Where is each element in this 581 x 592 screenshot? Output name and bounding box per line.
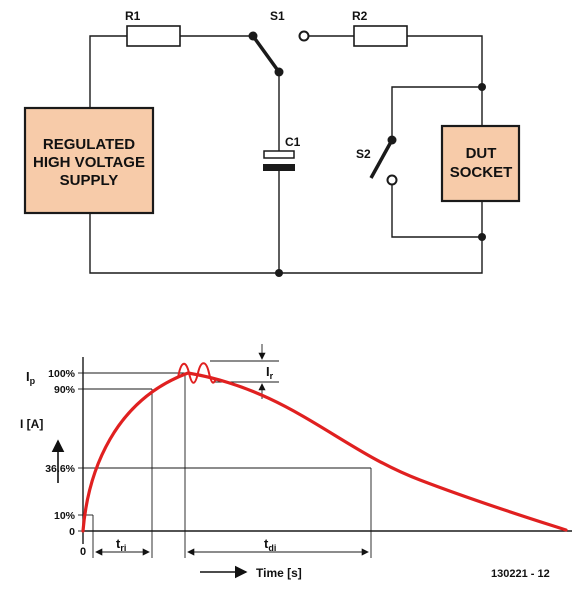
y-tick-label-0: 0 [69,526,75,538]
y-axis-label: I [A] [20,417,43,431]
origin-label: 0 [80,546,86,558]
current-pulse-curve [81,371,568,533]
ip-label: Ip [26,369,36,386]
y-tick-label-90: 90% [54,384,76,396]
r2-label: R2 [352,9,368,23]
ir-label: Ir [266,364,274,381]
reference-lines [83,360,371,516]
s1-switch [248,30,310,77]
r1-resistor [126,25,181,47]
supply-label-line-2: HIGH VOLTAGE [33,154,145,171]
tdi-label: tdi [264,536,276,553]
time-markers [92,373,372,558]
s2-switch [369,135,398,186]
r2-resistor [353,25,408,47]
y-tick-label-36-6: 36.6% [45,463,75,475]
high-voltage-supply-box: REGULATED HIGH VOLTAGE SUPPLY [23,106,155,215]
dut-label-line-2: SOCKET [450,164,513,181]
dut-socket-box: DUT SOCKET [440,124,521,203]
c1-capacitor [263,150,295,171]
r1-label: R1 [125,9,141,23]
c1-label: C1 [285,135,301,149]
supply-label-line-3: SUPPLY [60,172,119,189]
tri-label: tri [116,536,126,553]
x-axis-label: Time [s] [256,566,302,580]
y-tick-label-100: 100% [48,368,76,380]
s2-label: S2 [356,147,371,161]
y-ticks [78,372,83,532]
dut-label-line-1: DUT [466,145,497,162]
pulse-chart: 100% 90% 36.6% 10% 0 Ip Ir I [A] 0 tri t… [20,344,572,580]
s1-label: S1 [270,9,285,23]
ringing-overshoot [177,362,217,384]
y-tick-label-10: 10% [54,510,76,522]
junction-dots [275,83,486,277]
circuit-diagram: R1 R2 S1 C1 S2 [23,9,521,277]
supply-label-line-1: REGULATED [43,136,135,153]
figure-id: 130221 - 12 [491,568,550,580]
